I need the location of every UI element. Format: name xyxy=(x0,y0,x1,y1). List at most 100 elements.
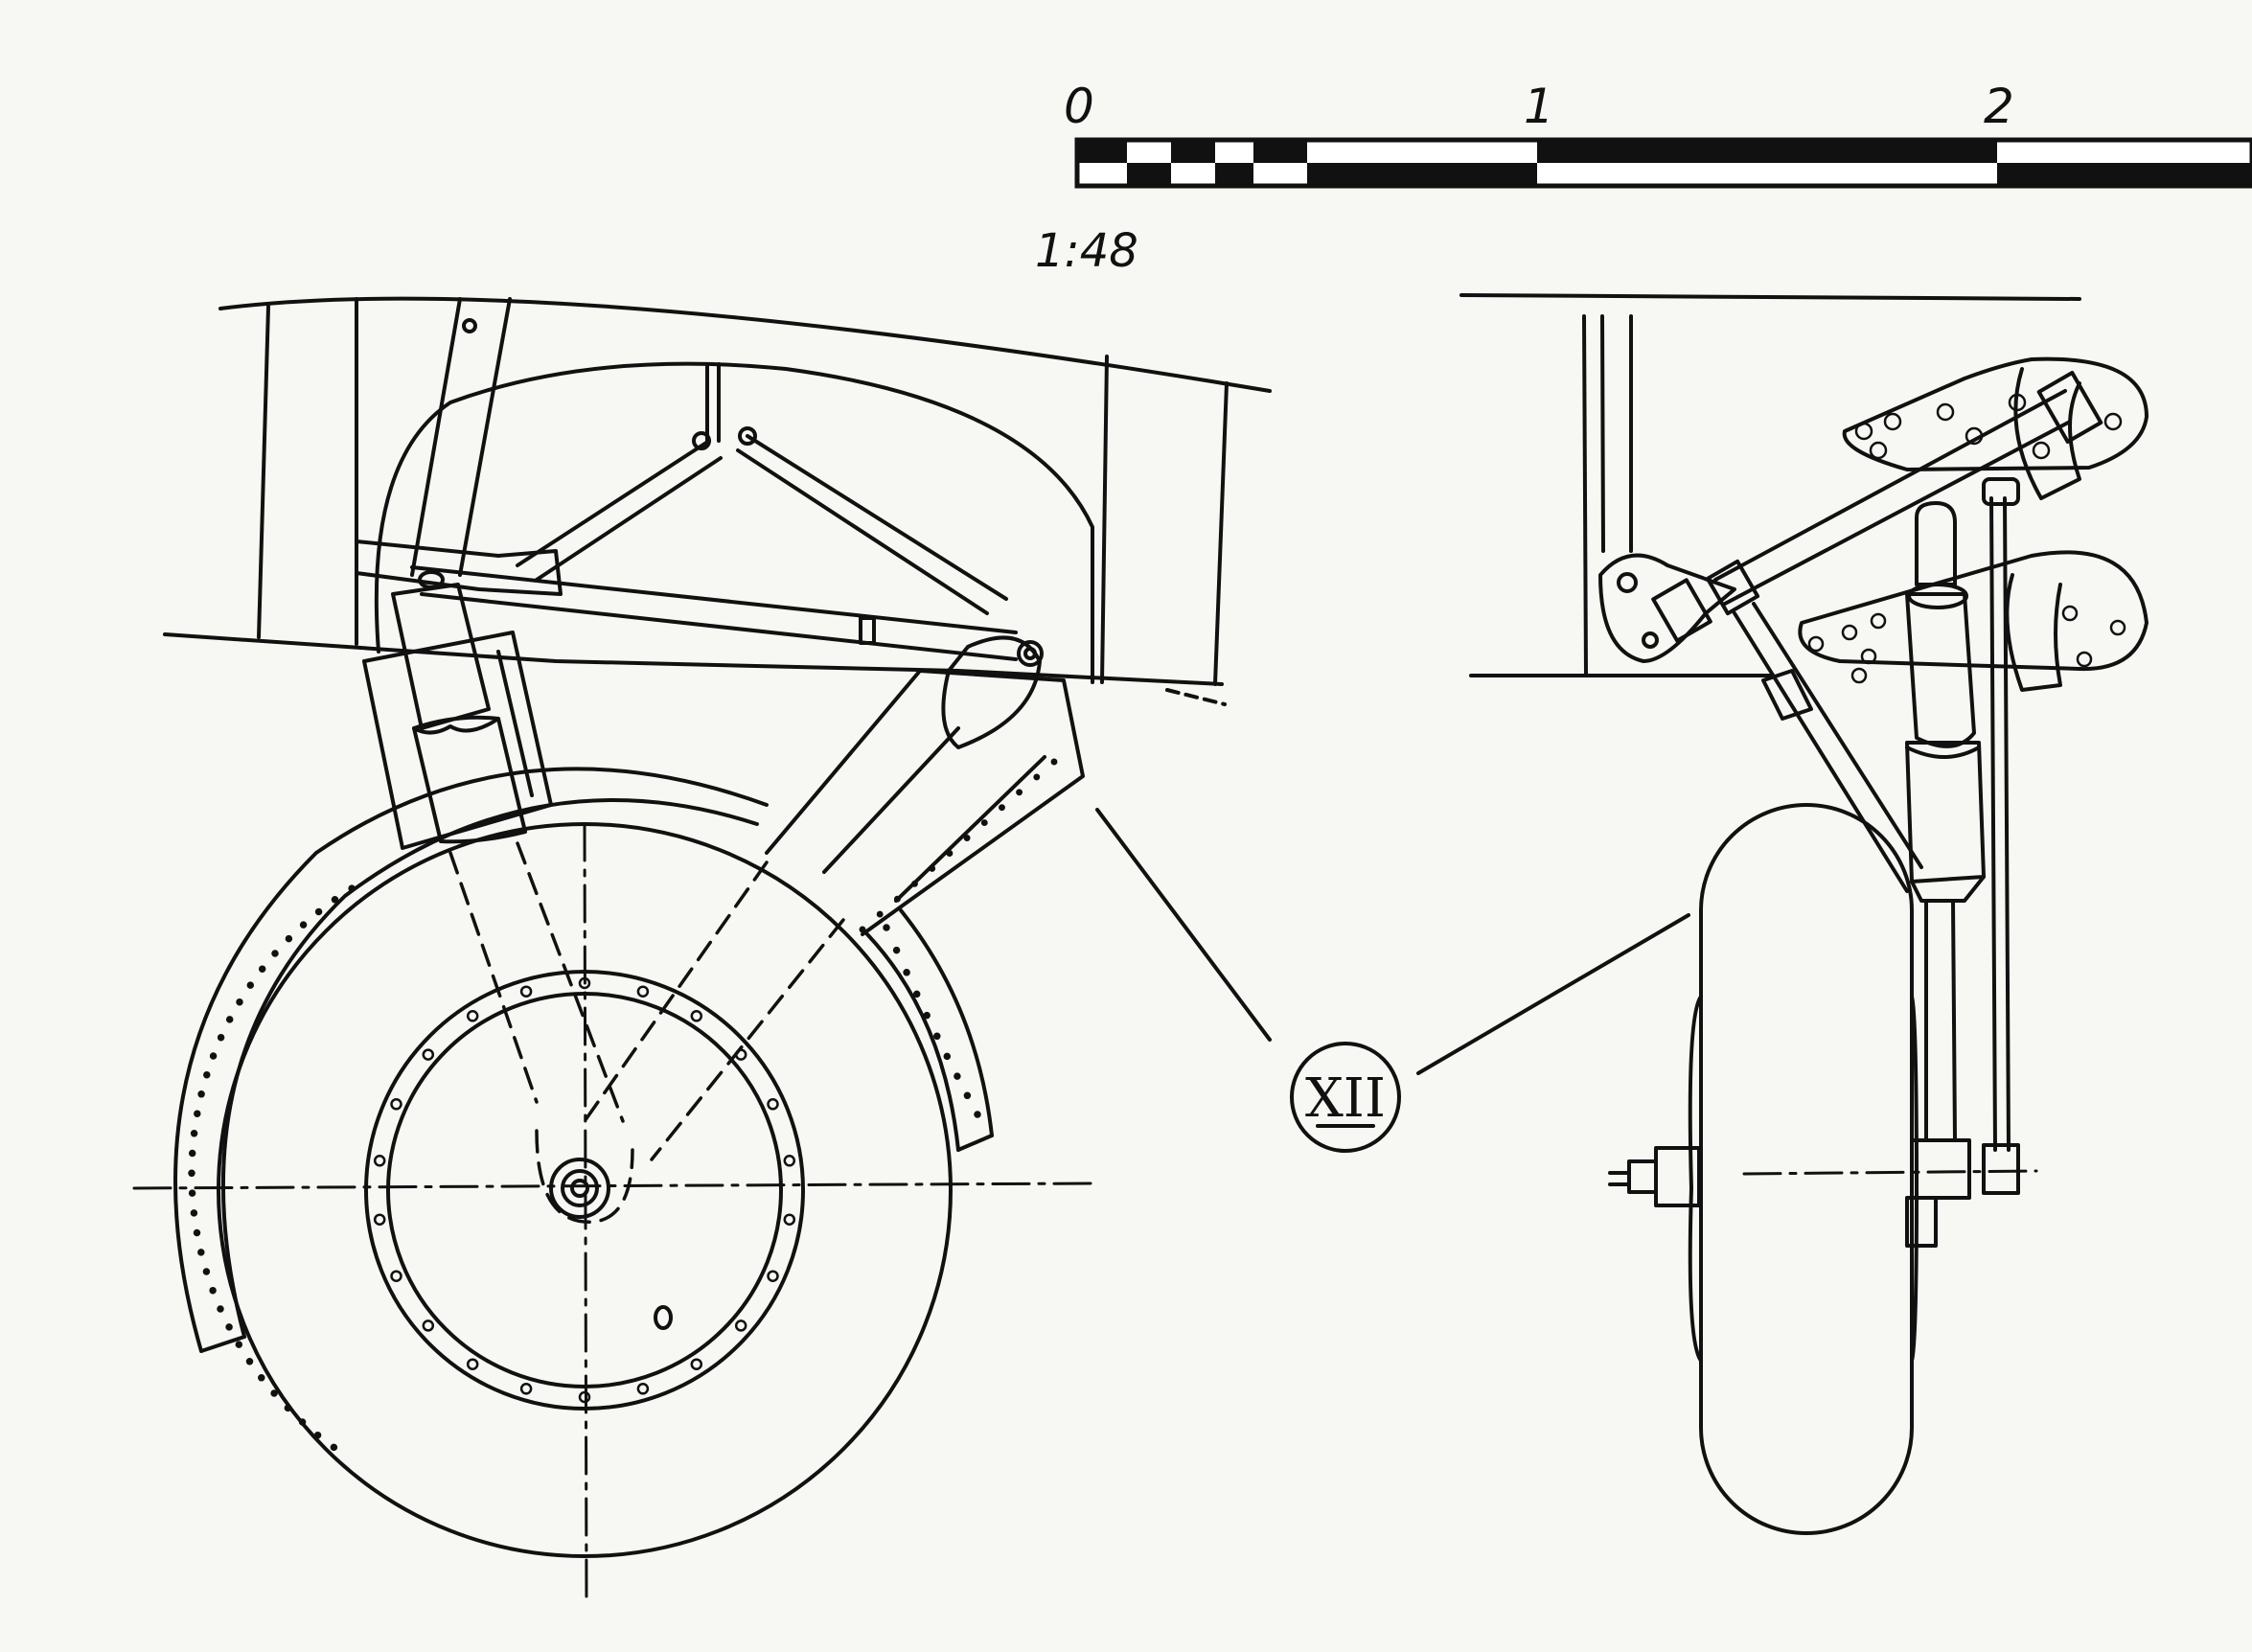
piston-rod xyxy=(1951,899,1957,1142)
mudguard-rivet xyxy=(963,1091,972,1100)
bracket-hole xyxy=(2032,441,2051,460)
tire-sidewall xyxy=(1910,995,1919,1363)
leader-lines xyxy=(1095,808,1690,1075)
axle-fitting-lower xyxy=(1905,1196,1938,1248)
mudguard-outer xyxy=(173,767,769,1353)
scale-segment xyxy=(1997,163,2252,186)
strut-end-fitting xyxy=(1705,559,1760,616)
leg-rivet xyxy=(980,819,988,827)
rim-bolt xyxy=(373,1213,386,1226)
axle-fitting xyxy=(1910,1138,1971,1200)
mudguard-rivet xyxy=(285,934,293,943)
rim-bolt xyxy=(636,985,650,998)
strut-end-fitting xyxy=(1651,578,1712,643)
bracket-hole xyxy=(1883,412,1902,431)
side-brace xyxy=(1733,611,1909,893)
rim-bolt xyxy=(734,1319,747,1332)
front-view xyxy=(1459,293,2149,1535)
bracket-hole xyxy=(2061,605,2079,622)
mudguard-rear-inner xyxy=(865,932,960,1152)
bracket-hole xyxy=(1869,441,1888,460)
mudguard-inner xyxy=(220,798,759,1339)
oleo-eye xyxy=(418,570,445,589)
mudguard-rivet xyxy=(197,1090,205,1098)
scale-bar: 0 1 2 1:48 xyxy=(1035,79,2252,278)
mudguard-rivet xyxy=(330,1443,338,1452)
rim-bolt xyxy=(422,1319,435,1332)
cross-bracket xyxy=(355,539,563,596)
side-view xyxy=(132,296,1272,1607)
leg-pivot-plate xyxy=(941,635,1042,749)
scale-ratio: 1:48 xyxy=(1035,224,1138,278)
scale-segment xyxy=(1253,140,1307,163)
oleo-collar xyxy=(1910,875,1986,903)
leg-rivet xyxy=(963,835,971,841)
leg-rivet xyxy=(929,864,936,872)
bracket-hole xyxy=(1870,612,1887,630)
mudguard-rivet xyxy=(193,1228,201,1237)
rim-bolt xyxy=(734,1048,747,1061)
upper-contour xyxy=(218,296,1272,393)
brace-rod xyxy=(746,434,1008,601)
horizontal-strut xyxy=(410,565,1018,634)
horizontal-strut xyxy=(420,592,1018,661)
trailing-leg xyxy=(765,635,1085,936)
mudguard xyxy=(173,767,994,1353)
brace-fitting xyxy=(1761,669,1813,721)
upper-end-fitting xyxy=(2036,371,2103,444)
scale-segment xyxy=(1215,163,1253,186)
mudguard-rivet xyxy=(188,1149,196,1158)
lower-contour xyxy=(163,632,1224,686)
mudguard-rivet xyxy=(190,1130,198,1137)
oleo-boot-front xyxy=(1905,746,1981,759)
mudguard-rivet xyxy=(203,1070,211,1079)
valve xyxy=(654,1305,673,1330)
leg-rivet xyxy=(1016,789,1023,796)
scale-segment xyxy=(1171,140,1215,163)
hidden-axle-bracket xyxy=(535,1129,634,1224)
leg-edge xyxy=(822,726,960,874)
leg-rivet xyxy=(1050,758,1058,766)
rim-bolt xyxy=(390,1270,402,1282)
front-tire xyxy=(1699,803,1914,1535)
callout-label: XII xyxy=(1305,1067,1386,1130)
mudguard-rivet xyxy=(235,1341,243,1348)
scale-segment xyxy=(1077,140,1127,163)
front-axle-centerline xyxy=(1742,1169,2038,1176)
hub-outer xyxy=(549,1158,610,1219)
mudguard-rivet xyxy=(225,1016,234,1023)
mudguard-rivet xyxy=(974,1111,981,1118)
front-structure xyxy=(1459,293,2149,1535)
rim-bolts xyxy=(373,976,796,1404)
hidden-strut xyxy=(448,851,539,1104)
wheel-well xyxy=(374,361,1094,684)
mudguard-end xyxy=(199,1335,246,1353)
mudguard-rivet xyxy=(258,965,266,973)
rim-bolt xyxy=(690,1358,703,1370)
wing-root-structure xyxy=(163,296,1272,706)
front-strut xyxy=(458,297,512,577)
mudguard-rear-end xyxy=(956,1134,994,1152)
callout: XII xyxy=(1095,808,1690,1153)
scale-tick-1: 1 xyxy=(1524,79,1554,134)
mudguard-rivet xyxy=(188,1189,196,1197)
bracket-hole xyxy=(1807,635,1825,653)
mudguard-rear-outer xyxy=(899,908,994,1137)
callout-circle xyxy=(1290,1042,1401,1153)
bracket-gusset xyxy=(2013,367,2081,500)
mudguard-rivet xyxy=(912,990,921,998)
bracket-hole xyxy=(2103,412,2123,431)
leg-rivet xyxy=(859,926,866,933)
rim-bolt xyxy=(466,1010,479,1022)
bracket-hole xyxy=(1841,624,1858,641)
mudguard-rivet xyxy=(202,1268,211,1275)
axle-end xyxy=(1627,1159,1658,1194)
mudguard-rivet xyxy=(314,907,323,916)
spar-line xyxy=(1582,314,1588,677)
rib xyxy=(257,305,270,639)
axle xyxy=(570,1179,589,1198)
rib xyxy=(1100,355,1109,684)
continuation xyxy=(1165,688,1227,706)
